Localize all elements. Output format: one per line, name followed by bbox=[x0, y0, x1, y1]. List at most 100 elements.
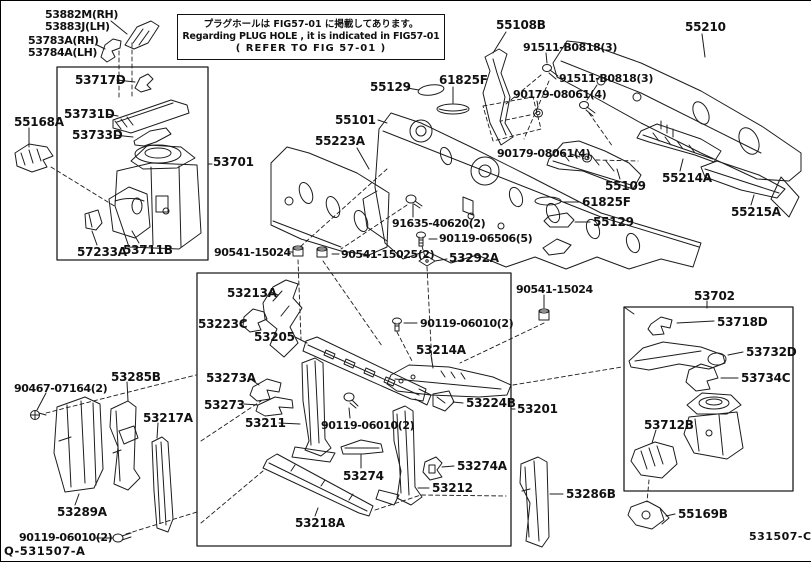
leader-lines bbox=[28, 20, 755, 539]
drawing-grommet-61825F-top bbox=[436, 103, 470, 115]
bolt-icon-90119-06506 bbox=[416, 231, 426, 247]
part-label-90119-06010(2): 90119-06010(2) bbox=[321, 419, 415, 432]
part-label-53289A: 53289A bbox=[57, 505, 107, 519]
part-label-91511-B0818(3): 91511-B0818(3) bbox=[523, 41, 617, 54]
drawing-part-53731D bbox=[112, 99, 190, 134]
part-label-61825F: 61825F bbox=[582, 195, 631, 209]
drawing-part-53211 bbox=[291, 357, 336, 463]
part-label-53712B: 53712B bbox=[644, 418, 694, 432]
part-label-53718D: 53718D bbox=[717, 315, 768, 329]
part-label-55101: 55101 bbox=[335, 113, 376, 127]
drawing-part-53223C bbox=[242, 308, 268, 333]
part-label-53783A(RH): 53783A(RH) bbox=[28, 34, 99, 47]
part-label-53733D: 53733D bbox=[72, 128, 123, 142]
drawing-part-55168A bbox=[14, 143, 54, 173]
notice-line-english: Regarding PLUG HOLE , it is indicated in… bbox=[182, 31, 440, 42]
part-label-53286B: 53286B bbox=[566, 487, 616, 501]
drawing-part-53717D bbox=[134, 73, 154, 93]
drawing-part-53218A bbox=[262, 453, 374, 517]
part-label-90119-06506(5): 90119-06506(5) bbox=[439, 232, 533, 245]
drawing-strut-tower-53702 bbox=[683, 392, 744, 460]
drawing-part-53734C bbox=[685, 363, 719, 392]
part-label-55129: 55129 bbox=[593, 215, 634, 229]
drawing-part-53285B bbox=[109, 400, 141, 491]
alignment-dashed-lines bbox=[45, 42, 650, 535]
part-label-53201: 53201 bbox=[517, 402, 558, 416]
drawing-part-55109 bbox=[546, 140, 642, 190]
part-label-53224B: 53224B bbox=[466, 396, 516, 410]
drawing-part-55108B bbox=[482, 48, 514, 146]
drawing-part-53882M bbox=[124, 20, 160, 50]
part-label-53731D: 53731D bbox=[64, 107, 115, 121]
part-label-53711B: 53711B bbox=[123, 243, 173, 257]
part-label-53292A: 53292A bbox=[449, 251, 499, 265]
part-label-53214A: 53214A bbox=[416, 343, 466, 357]
notice-line-japanese: プラグホールは FIG57-01 に掲載してあります。 bbox=[203, 19, 419, 30]
part-label-53734C: 53734C bbox=[741, 371, 791, 385]
part-label-53274: 53274 bbox=[343, 469, 384, 483]
part-label-53702: 53702 bbox=[694, 289, 735, 303]
drawing-part-53711B bbox=[108, 186, 151, 239]
drawing-part-55101 bbox=[362, 112, 702, 270]
part-label-53213A: 53213A bbox=[227, 286, 277, 300]
drawing-part-55215A bbox=[700, 160, 786, 199]
part-label-90179-08061(4): 90179-08061(4) bbox=[513, 88, 607, 101]
drawing-strut-tower-53701 bbox=[114, 144, 202, 250]
drawing-part-53217A bbox=[151, 436, 174, 533]
bolt-icon-91635-40620 bbox=[405, 194, 423, 209]
part-label-53273: 53273 bbox=[204, 398, 245, 412]
drawing-part-53289A bbox=[53, 396, 104, 493]
part-label-91635-40620(2): 91635-40620(2) bbox=[392, 217, 486, 230]
part-label-53732D: 53732D bbox=[746, 345, 797, 359]
drawing-part-53273 bbox=[255, 396, 294, 417]
part-label-90119-06010(2): 90119-06010(2) bbox=[420, 317, 514, 330]
part-label-53217A: 53217A bbox=[143, 411, 193, 425]
bolt-icon-90119-06010-upper bbox=[392, 317, 402, 332]
part-label-90179-08061(4): 90179-08061(4) bbox=[497, 147, 591, 160]
part-label-57233A: 57233A bbox=[77, 245, 127, 259]
part-label-53212: 53212 bbox=[432, 481, 473, 495]
bolt-icon-90119-06010-center bbox=[343, 392, 359, 409]
plug-hole-notice-box: プラグホールは FIG57-01 に掲載してあります。 Regarding PL… bbox=[177, 14, 445, 60]
bolt-icon-91511-B0818-upper bbox=[542, 64, 559, 80]
part-label-53205: 53205 bbox=[254, 330, 295, 344]
drawing-part-57233A bbox=[84, 209, 103, 231]
part-label-53701: 53701 bbox=[213, 155, 254, 169]
drawing-part-53205 bbox=[302, 336, 432, 406]
part-label-61825F: 61825F bbox=[439, 73, 488, 87]
drawing-pad-55129-top bbox=[417, 84, 445, 96]
figure-code-bottom-right: 531507-C bbox=[749, 530, 811, 543]
part-label-55169B: 55169B bbox=[678, 507, 728, 521]
drawing-part-53286B bbox=[519, 456, 550, 548]
nut-icon-90541-15024-left bbox=[292, 245, 304, 257]
drawing-part-53212 bbox=[375, 405, 423, 506]
drawing-part-53783A bbox=[100, 38, 122, 63]
drawing-part-53274 bbox=[340, 439, 384, 455]
part-label-53211: 53211 bbox=[245, 416, 286, 430]
part-label-90467-07164(2): 90467-07164(2) bbox=[14, 382, 108, 395]
part-label-53883J(LH): 53883J(LH) bbox=[45, 20, 110, 33]
drawing-part-53732D bbox=[628, 341, 727, 371]
figure-code-bottom-left: Q-531507-A bbox=[4, 544, 86, 558]
part-label-55129: 55129 bbox=[370, 80, 411, 94]
bolt-icon-91511-B0818-lower bbox=[579, 101, 596, 117]
part-label-53882M(RH): 53882M(RH) bbox=[45, 8, 118, 21]
drawing-part-53712B bbox=[630, 441, 678, 479]
part-label-90541-15024: 90541-15024 bbox=[214, 246, 291, 259]
nut-icon-90541-15024-right bbox=[538, 308, 550, 321]
drawing-grommet-61825F-lower bbox=[534, 196, 562, 206]
drawing-part-55210 bbox=[552, 40, 802, 218]
part-label-53274A: 53274A bbox=[457, 459, 507, 473]
part-label-55210: 55210 bbox=[685, 20, 726, 34]
drawing-part-53718D bbox=[647, 316, 673, 336]
nut-icon-90541-15025 bbox=[316, 246, 328, 258]
drawing-part-55169B bbox=[627, 500, 670, 530]
drawing-part-55223A bbox=[270, 146, 390, 256]
drawing-part-53213A bbox=[262, 279, 303, 358]
screw-icon-90467-07164 bbox=[30, 410, 47, 420]
part-label-55168A: 55168A bbox=[14, 115, 64, 129]
part-label-55109: 55109 bbox=[605, 179, 646, 193]
drawing-part-53214A bbox=[386, 364, 512, 398]
part-label-90541-15024: 90541-15024 bbox=[516, 283, 593, 296]
